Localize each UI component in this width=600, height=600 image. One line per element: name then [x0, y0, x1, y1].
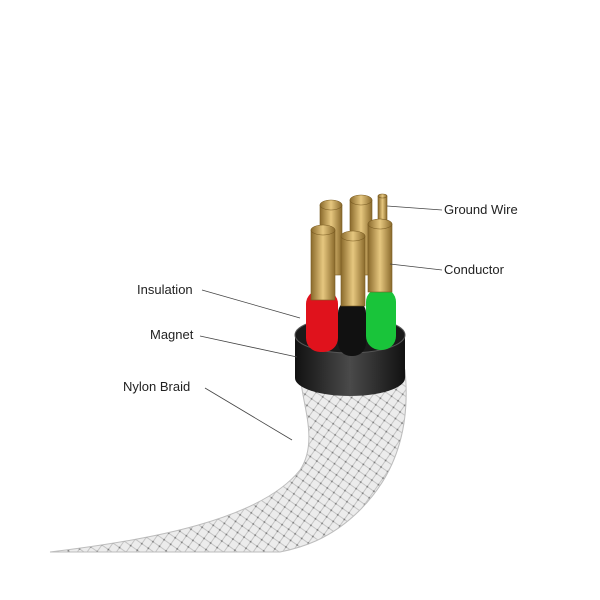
wire-green	[366, 288, 396, 350]
ground-wire-label: Ground Wire	[444, 202, 518, 217]
conductor-black	[340, 235, 366, 307]
magnet-label: Magnet	[150, 327, 194, 342]
wire-black	[338, 300, 366, 356]
nylon-braid	[49, 369, 407, 553]
insulation-leader	[201, 289, 301, 319]
nylon-braid-label: Nylon Braid	[123, 379, 191, 394]
conductor-label: Conductor	[444, 262, 504, 277]
conductor-red	[310, 229, 336, 301]
insulation-label: Insulation	[137, 282, 193, 297]
wire-red	[306, 290, 338, 352]
magnet-leader	[199, 335, 298, 358]
conductor-green	[367, 223, 393, 293]
ground-wire-leader	[386, 205, 443, 211]
nylon-braid-leader	[204, 387, 293, 441]
conductor-leader	[389, 263, 443, 271]
conductors	[310, 193, 393, 307]
insulated-wires	[306, 288, 396, 356]
